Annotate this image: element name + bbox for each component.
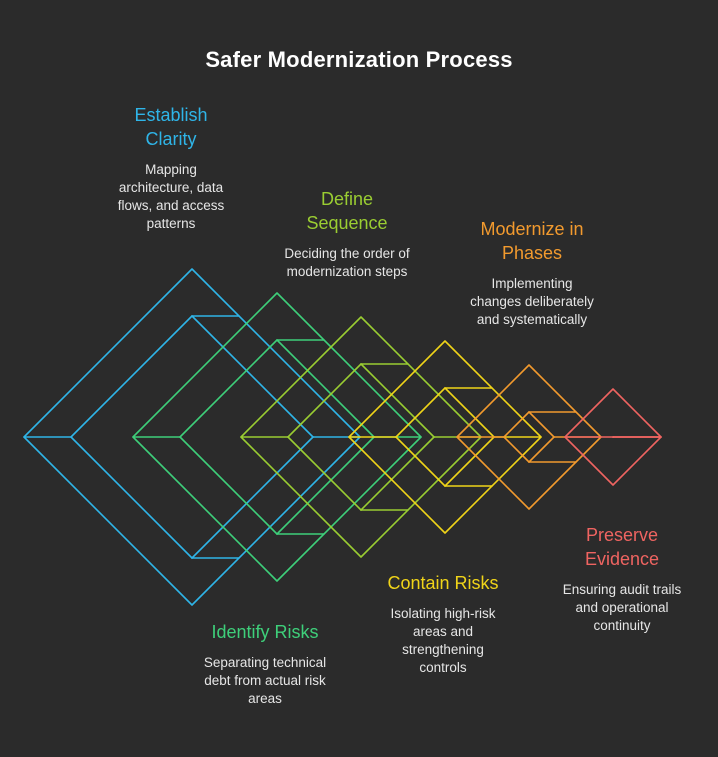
step-preserve-evidence: Preserve Evidence Ensuring audit trails … <box>542 523 702 635</box>
step-define-sequence: Define Sequence Deciding the order of mo… <box>267 187 427 281</box>
step-title: Preserve Evidence <box>584 525 660 569</box>
step-modernize-in-phases: Modernize in Phases Implementing changes… <box>452 217 612 329</box>
chevron-contain-risks <box>348 340 542 534</box>
chevron-establish-clarity <box>23 268 361 606</box>
step-identify-risks: Identify Risks Separating technical debt… <box>175 620 355 708</box>
step-title: Modernize in Phases <box>480 219 584 263</box>
step-description: Separating technical debt from actual ri… <box>203 655 327 706</box>
step-description: Mapping architecture, data flows, and ac… <box>117 162 225 231</box>
step-contain-risks: Contain Risks Isolating high-risk areas … <box>363 571 523 677</box>
chevron-identify-risks <box>132 292 422 582</box>
step-description: Implementing changes deliberately and sy… <box>470 276 594 327</box>
step-title: Contain Risks <box>387 573 499 593</box>
diagram-title: Safer Modernization Process <box>205 47 513 72</box>
step-description: Isolating high-risk areas and strengthen… <box>390 606 496 675</box>
step-title: Define Sequence <box>306 189 388 233</box>
step-title: Establish Clarity <box>134 105 208 149</box>
step-establish-clarity: Establish Clarity Mapping architecture, … <box>91 103 251 233</box>
step-title: Identify Risks <box>211 622 319 642</box>
step-description: Ensuring audit trails and operational co… <box>562 582 682 633</box>
step-description: Deciding the order of modernization step… <box>284 246 410 279</box>
chevron-preserve-evidence <box>564 388 662 486</box>
